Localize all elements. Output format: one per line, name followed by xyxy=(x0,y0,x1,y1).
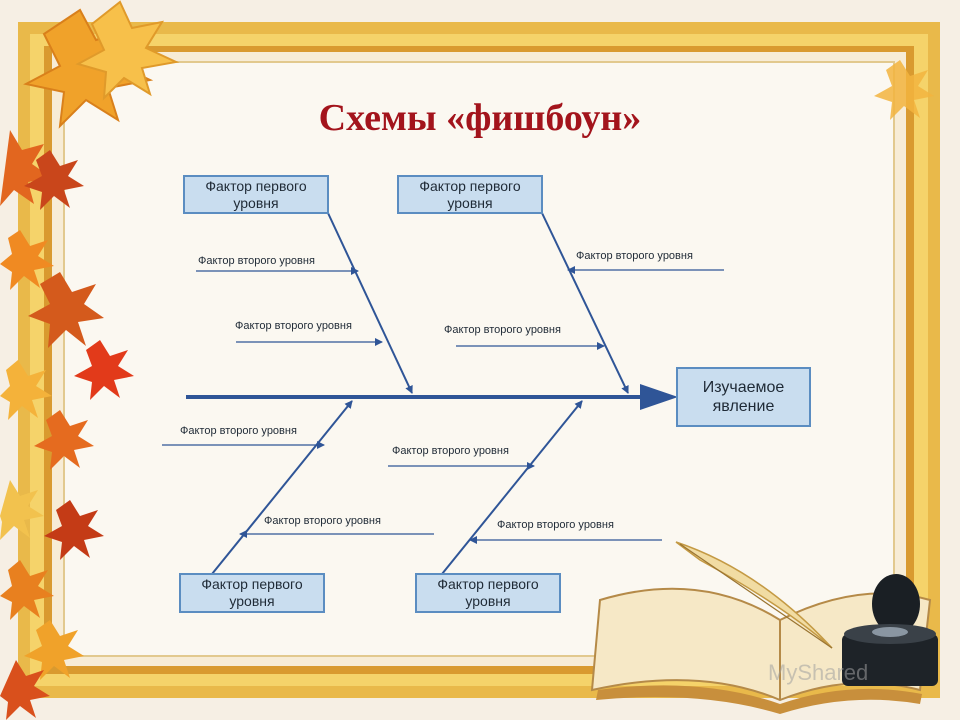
maple-leaf-icon xyxy=(24,150,84,210)
effect-box: Изучаемое явление xyxy=(676,367,811,427)
primary-bone-bottom-right xyxy=(441,400,583,575)
maple-leaf-icon xyxy=(75,0,180,101)
maple-leaf-icon xyxy=(74,340,134,400)
maple-leaf-icon xyxy=(0,480,44,540)
primary-factor-box: Фактор первого уровня xyxy=(183,175,329,214)
secondary-factor-label: Фактор второго уровня xyxy=(198,255,315,267)
maple-leaf-icon xyxy=(28,272,104,348)
page-title: Схемы «фишбоун» xyxy=(318,97,642,139)
secondary-factor-label: Фактор второго уровня xyxy=(444,324,561,336)
secondary-factor-label: Фактор второго уровня xyxy=(497,519,614,531)
maple-leaf-icon xyxy=(34,410,94,470)
maple-leaf-icon xyxy=(0,130,52,206)
secondary-factor-label: Фактор второго уровня xyxy=(392,445,509,457)
primary-bone-top-right xyxy=(541,212,629,394)
autumn-leaves-decoration xyxy=(0,0,934,720)
primary-factor-box: Фактор первого уровня xyxy=(415,573,561,613)
primary-bone-top-left xyxy=(327,212,413,394)
watermark: MyShared xyxy=(768,660,869,685)
maple-leaf-icon xyxy=(0,660,50,720)
primary-factor-box: Фактор первого уровня xyxy=(397,175,543,214)
maple-leaf-icon xyxy=(874,60,934,120)
inkwell-icon xyxy=(872,574,920,634)
fishbone-diagram xyxy=(162,212,724,575)
book-and-quill-decoration xyxy=(590,541,938,714)
secondary-factor-label: Фактор второго уровня xyxy=(264,515,381,527)
primary-factor-box: Фактор первого уровня xyxy=(179,573,325,613)
secondary-factor-label: Фактор второго уровня xyxy=(576,250,693,262)
secondary-factor-label: Фактор второго уровня xyxy=(235,320,352,332)
maple-leaf-icon xyxy=(44,500,104,560)
secondary-factor-label: Фактор второго уровня xyxy=(180,425,297,437)
maple-leaf-icon xyxy=(24,620,84,680)
maple-leaf-icon xyxy=(0,560,54,620)
maple-leaf-icon xyxy=(0,360,52,420)
maple-leaf-icon xyxy=(0,230,54,290)
gold-frame xyxy=(18,22,940,698)
primary-bone-bottom-left xyxy=(211,400,353,575)
spine-arrowhead xyxy=(640,384,678,410)
